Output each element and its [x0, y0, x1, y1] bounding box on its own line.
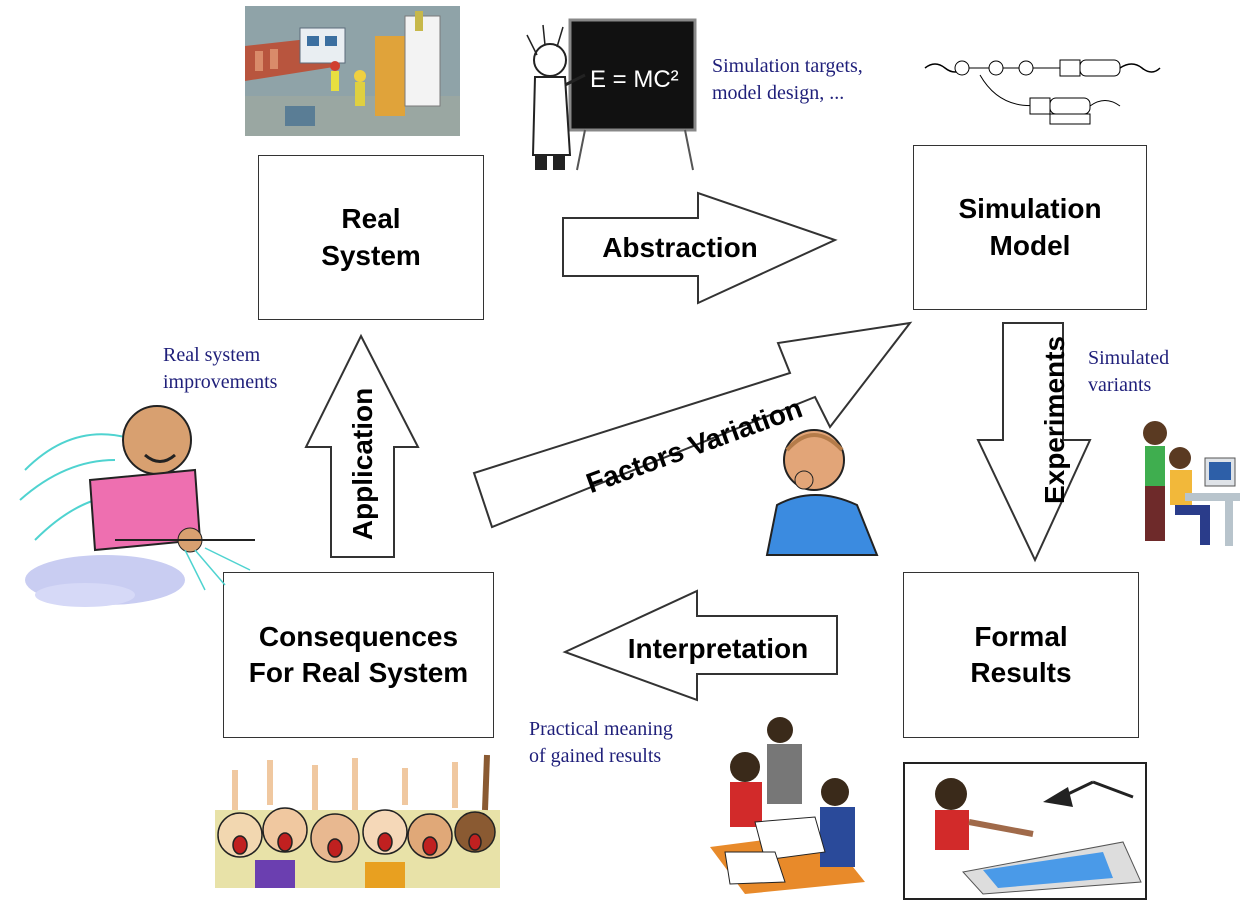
real-system-box: Real System [258, 155, 484, 320]
meeting-image [710, 717, 865, 894]
simulation-model-box: Simulation Model [913, 145, 1147, 310]
blackboard-formula: E = MC² [590, 66, 679, 93]
formal-results-box: Formal Results [903, 572, 1139, 738]
consequences-box: Consequences For Real System [223, 572, 494, 738]
real-system-improvements-note: Real system improvements [163, 344, 278, 393]
application-label: Application [347, 387, 378, 541]
simulated-variants-note: Simulated variants [1088, 347, 1170, 396]
simulation-model-label: Simulation Model [958, 193, 1102, 261]
teacher-blackboard-image: E = MC² [526, 18, 697, 171]
drafting-woman-image [903, 762, 1147, 900]
angry-man-image [19, 405, 255, 607]
interpretation-arrow [562, 589, 838, 702]
practical-meaning-note: Practical meaning of gained results [529, 718, 673, 767]
formal-results-label: Formal Results [970, 620, 1072, 688]
interpretation-label: Interpretation [627, 633, 809, 664]
model-block-diagram [924, 59, 1161, 125]
experiments-arrow [976, 322, 1092, 563]
real-system-label: Real System [321, 203, 421, 271]
experiments-label: Experiments [1039, 335, 1070, 505]
abstraction-label: Abstraction [602, 232, 758, 263]
application-arrow [304, 333, 420, 558]
factors-variation-arrow [472, 321, 913, 529]
consequences-label: Consequences For Real System [248, 620, 469, 688]
abstraction-arrow [562, 191, 838, 305]
people-computer-image [1143, 421, 1240, 546]
cheering-crowd-image [215, 754, 500, 888]
factory-image [245, 6, 460, 136]
thinking-man-image [765, 429, 879, 556]
simulation-targets-note: Simulation targets, model design, ... [712, 55, 863, 104]
